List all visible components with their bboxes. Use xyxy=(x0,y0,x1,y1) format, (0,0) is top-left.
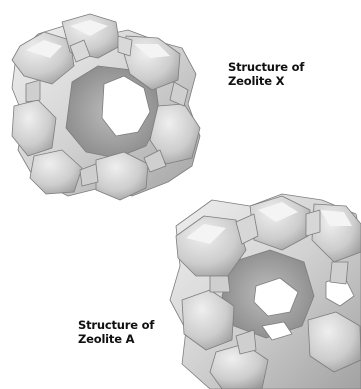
zeolite-a-structure xyxy=(170,194,361,389)
zeolite-x-structure xyxy=(12,14,200,200)
zeolite-a-caption-line1: Structure of xyxy=(78,318,154,332)
zeolite-x-caption: Structure of Zeolite X xyxy=(228,60,304,88)
zeolite-x-caption-line1: Structure of xyxy=(228,60,304,74)
zeolite-a-caption-line2: Zeolite A xyxy=(78,332,154,346)
zeolite-a-caption: Structure of Zeolite A xyxy=(78,318,154,346)
zeolite-x-caption-line2: Zeolite X xyxy=(228,74,304,88)
